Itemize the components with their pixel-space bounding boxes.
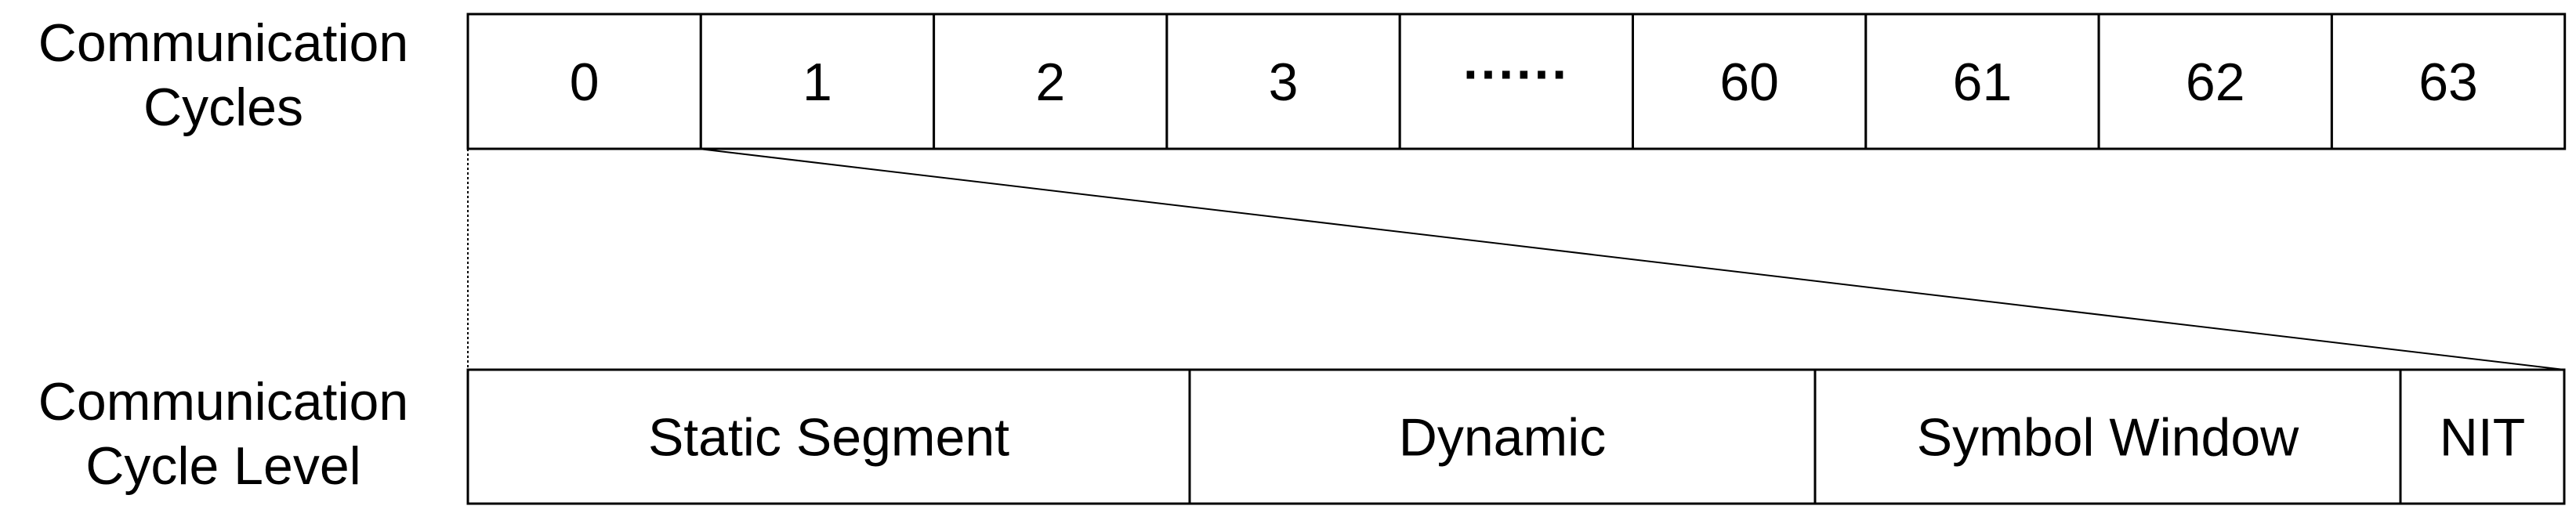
- cycle-label: 61: [1953, 52, 2013, 112]
- segments-row: Static Segment Dynamic Symbol Window NIT: [466, 368, 2566, 505]
- cycle-label: 2: [1035, 52, 1065, 112]
- cycle-label: ······: [1463, 45, 1570, 104]
- zoom-line-right: [698, 148, 2565, 370]
- cycle-cell: [1165, 13, 1401, 150]
- segment-cell: [1188, 368, 1817, 505]
- communication-cycle-level-label: Communication Cycle Level: [0, 370, 447, 498]
- segment-label: NIT: [2440, 408, 2526, 468]
- cycle-label: 3: [1269, 52, 1299, 112]
- label-line: Cycle Level: [85, 436, 361, 496]
- segment-label: Symbol Window: [1917, 408, 2299, 468]
- cycle-label: 62: [2186, 52, 2245, 112]
- segment-cell: [1813, 368, 2402, 505]
- cycle-cell: [1632, 13, 1868, 150]
- label-line: Communication: [38, 372, 409, 432]
- cycle-label: 0: [570, 52, 600, 112]
- segment-cell: [2399, 368, 2566, 505]
- segment-cell: [466, 368, 1191, 505]
- cycle-cell: [1864, 13, 2100, 150]
- communication-cycles-label: Communication Cycles: [0, 11, 447, 139]
- label-line: Communication: [38, 13, 409, 73]
- label-line: Cycles: [143, 78, 304, 137]
- segment-label: Static Segment: [648, 408, 1009, 468]
- cycle-label: 63: [2418, 52, 2478, 112]
- cycle-cell: [466, 13, 702, 150]
- cycle-label: 60: [1719, 52, 1779, 112]
- cycle-label: 1: [803, 52, 832, 112]
- cycle-cell: [1398, 13, 1634, 150]
- cycles-row: 0 1 2 3 ······ 60 61 62 63: [466, 13, 2567, 150]
- segment-label: Dynamic: [1399, 408, 1607, 468]
- cycle-cell: [2330, 13, 2567, 150]
- cycle-cell: [699, 13, 936, 150]
- cycle-cell: [933, 13, 1168, 150]
